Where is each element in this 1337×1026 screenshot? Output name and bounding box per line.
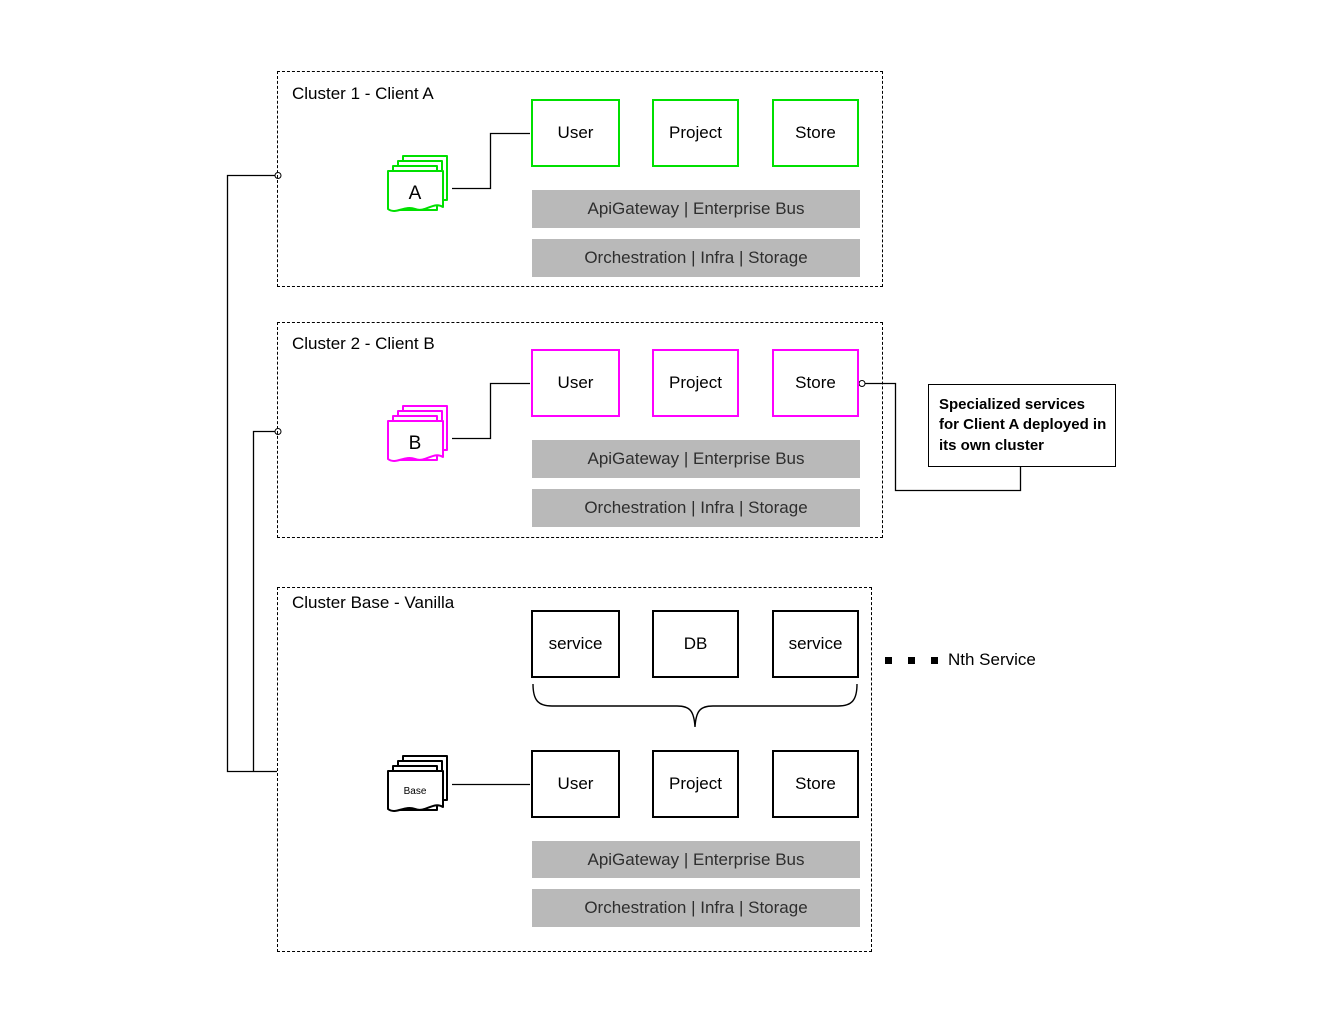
base-apigateway-bar: ApiGateway | Enterprise Bus (532, 841, 860, 878)
cluster1-project-label: Project (669, 123, 722, 142)
cluster1-user-box: User (531, 99, 620, 167)
base-service1-box: service (531, 610, 620, 678)
cluster2-orchestration-label: Orchestration | Infra | Storage (584, 498, 808, 517)
base-service2-label: service (788, 634, 843, 653)
documents-icon-client-b: B (387, 405, 448, 462)
base-store-box: Store (772, 750, 859, 818)
cluster2-store-label: Store (795, 373, 836, 392)
base-service1-label: service (548, 634, 603, 653)
annotation-note: Specialized services for Client A deploy… (928, 384, 1116, 467)
base-apigateway-label: ApiGateway | Enterprise Bus (587, 849, 805, 869)
cluster1-store-box: Store (772, 99, 859, 167)
ellipsis-dot-icon (931, 657, 938, 664)
base-user-label: User (557, 774, 594, 793)
cluster1-store-label: Store (795, 123, 836, 142)
cluster-base-title: Cluster Base - Vanilla (292, 593, 455, 612)
base-store-label: Store (795, 774, 836, 793)
cluster-2-container (277, 322, 883, 538)
base-db-box: DB (652, 610, 739, 678)
connector-cluster1-to-base (226, 174, 277, 773)
cluster-1-container (277, 71, 883, 287)
cluster-1-title: Cluster 1 - Client A (292, 84, 434, 103)
cluster2-apigateway-label: ApiGateway | Enterprise Bus (587, 449, 805, 468)
ellipsis-dot-icon (885, 657, 892, 664)
cluster2-project-label: Project (669, 373, 722, 392)
documents-icon-a-label: A (409, 183, 422, 204)
ellipsis-dot-icon (908, 657, 915, 664)
base-service2-box: service (772, 610, 859, 678)
cluster2-apigateway-bar: ApiGateway | Enterprise Bus (532, 440, 860, 478)
cluster1-project-box: Project (652, 99, 739, 167)
cluster1-orchestration-label: Orchestration | Infra | Storage (584, 248, 808, 267)
base-orchestration-label: Orchestration | Infra | Storage (584, 898, 808, 917)
cluster1-user-label: User (557, 123, 594, 142)
cluster2-user-box: User (531, 349, 620, 417)
documents-icon-base: Base (387, 755, 448, 812)
documents-icon-b-label: B (409, 433, 422, 454)
documents-icon-base-label: Base (404, 786, 427, 797)
base-project-box: Project (652, 750, 739, 818)
cluster1-orchestration-bar: Orchestration | Infra | Storage (532, 239, 860, 277)
documents-icon-client-a: A (387, 155, 448, 212)
cluster2-project-box: Project (652, 349, 739, 417)
base-orchestration-bar: Orchestration | Infra | Storage (532, 889, 860, 927)
cluster1-apigateway-label: ApiGateway | Enterprise Bus (587, 199, 805, 218)
cluster2-user-label: User (557, 373, 594, 392)
cluster1-apigateway-bar: ApiGateway | Enterprise Bus (532, 190, 860, 228)
cluster2-orchestration-bar: Orchestration | Infra | Storage (532, 489, 860, 527)
cluster2-store-box: Store (772, 349, 859, 417)
connector-cluster2-to-base (252, 430, 277, 772)
annotation-text: Specialized services for Client A deploy… (939, 396, 1107, 454)
base-project-label: Project (669, 774, 722, 793)
cluster-base-container (277, 587, 872, 952)
nth-service-label: Nth Service (948, 650, 1036, 669)
base-user-box: User (531, 750, 620, 818)
cluster-2-title: Cluster 2 - Client B (292, 334, 435, 353)
base-db-label: DB (683, 634, 708, 653)
